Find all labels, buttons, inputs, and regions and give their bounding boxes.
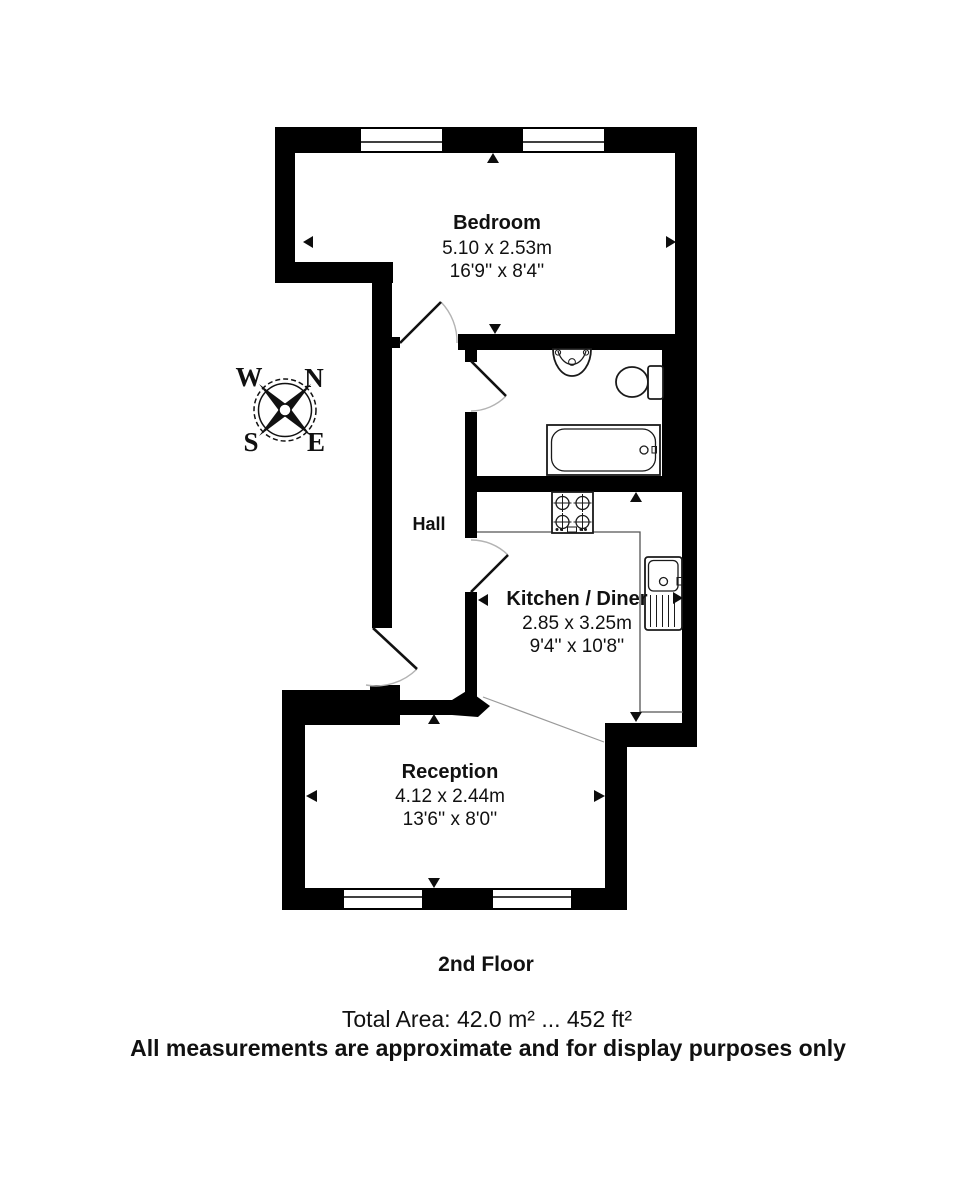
kitchen-sink [644,556,683,631]
toilet [615,365,664,400]
dimension-arrow-up [630,492,642,502]
dimension-arrow-left [303,236,313,248]
compass-rose: W N S E [236,362,326,457]
room-labels: Bedroom 5.10 x 2.53m 16'9'' x 8'4'' Hall… [395,212,648,830]
hall-name-label: Hall [412,514,445,534]
windows [342,127,606,910]
wall [465,350,477,362]
compass-hub [278,403,292,417]
kitchen-imperial-label: 9'4'' x 10'8'' [530,636,625,657]
wall-miter [452,690,490,717]
wall [675,127,697,348]
door-bathroom [470,360,507,412]
door-leaf [372,627,418,670]
door-kitchen [470,539,509,593]
wall [390,700,460,715]
window [521,127,606,153]
wall [275,262,393,283]
door-leaf [470,554,509,593]
dimension-arrow-down [489,324,501,334]
reception-name-label: Reception [402,761,499,783]
door-leaf [399,301,442,344]
door-swing-arc [470,395,507,412]
wall [465,476,697,492]
bedroom-name-label: Bedroom [453,212,541,234]
compass-outer-circle [253,378,317,442]
kitchen-name-label: Kitchen / Diner [506,588,647,610]
compass-inner-circle [257,382,313,438]
wall [282,690,305,910]
wall [392,337,400,348]
wall [370,685,400,700]
reception-imperial-label: 13'6'' x 8'0'' [403,809,498,830]
window [491,888,573,910]
door-bedroom [399,301,458,344]
dimension-arrow-right [594,790,605,802]
wash-basin [552,348,592,377]
dimension-arrow-up [428,714,440,724]
wall [372,283,392,628]
dimension-arrow-down [428,878,440,888]
bedroom-imperial-label: 16'9'' x 8'4'' [450,261,545,282]
window [342,888,424,910]
kitchen-metric-label: 2.85 x 3.25m [522,613,632,634]
wall [465,592,477,700]
hob [551,491,594,534]
total-area-label: Total Area: 42.0 m² ... 452 ft² [342,1006,633,1032]
door-leaf [470,360,507,397]
wall [682,492,697,747]
wall [282,888,627,910]
wall [465,412,477,538]
door-swing-arc [470,539,509,556]
footer: 2nd Floor Total Area: 42.0 m² ... 452 ft… [130,953,846,1061]
reception-metric-label: 4.12 x 2.44m [395,786,505,807]
wall [458,334,675,350]
dimension-arrow-right [673,592,683,604]
dimension-arrows [303,153,683,888]
wall [605,723,697,747]
disclaimer-label: All measurements are approximate and for… [130,1035,846,1061]
doors [365,301,509,687]
compass-north-label: N [304,363,324,393]
dimension-arrow-up [487,153,499,163]
dimension-arrow-left [478,594,488,606]
dimension-arrow-left [306,790,317,802]
bedroom-metric-label: 5.10 x 2.53m [442,238,552,259]
floor-title: 2nd Floor [438,953,534,976]
compass-south-label: S [243,427,258,457]
compass-west-label: W [236,362,263,392]
open-plan-divider-line [482,696,605,743]
kitchen-fixtures [477,491,683,713]
wall [275,127,295,262]
compass-east-label: E [307,427,325,457]
dimension-arrow-right [666,236,676,248]
bathtub [546,424,661,476]
door-entrance [365,627,418,687]
bathroom-fixtures [546,348,664,476]
wall [605,747,627,910]
window [359,127,444,153]
dimension-arrow-down [630,712,642,722]
door-swing-arc [440,301,458,344]
door-swing-arc [365,668,418,687]
wall [662,334,697,492]
wall [275,127,697,153]
